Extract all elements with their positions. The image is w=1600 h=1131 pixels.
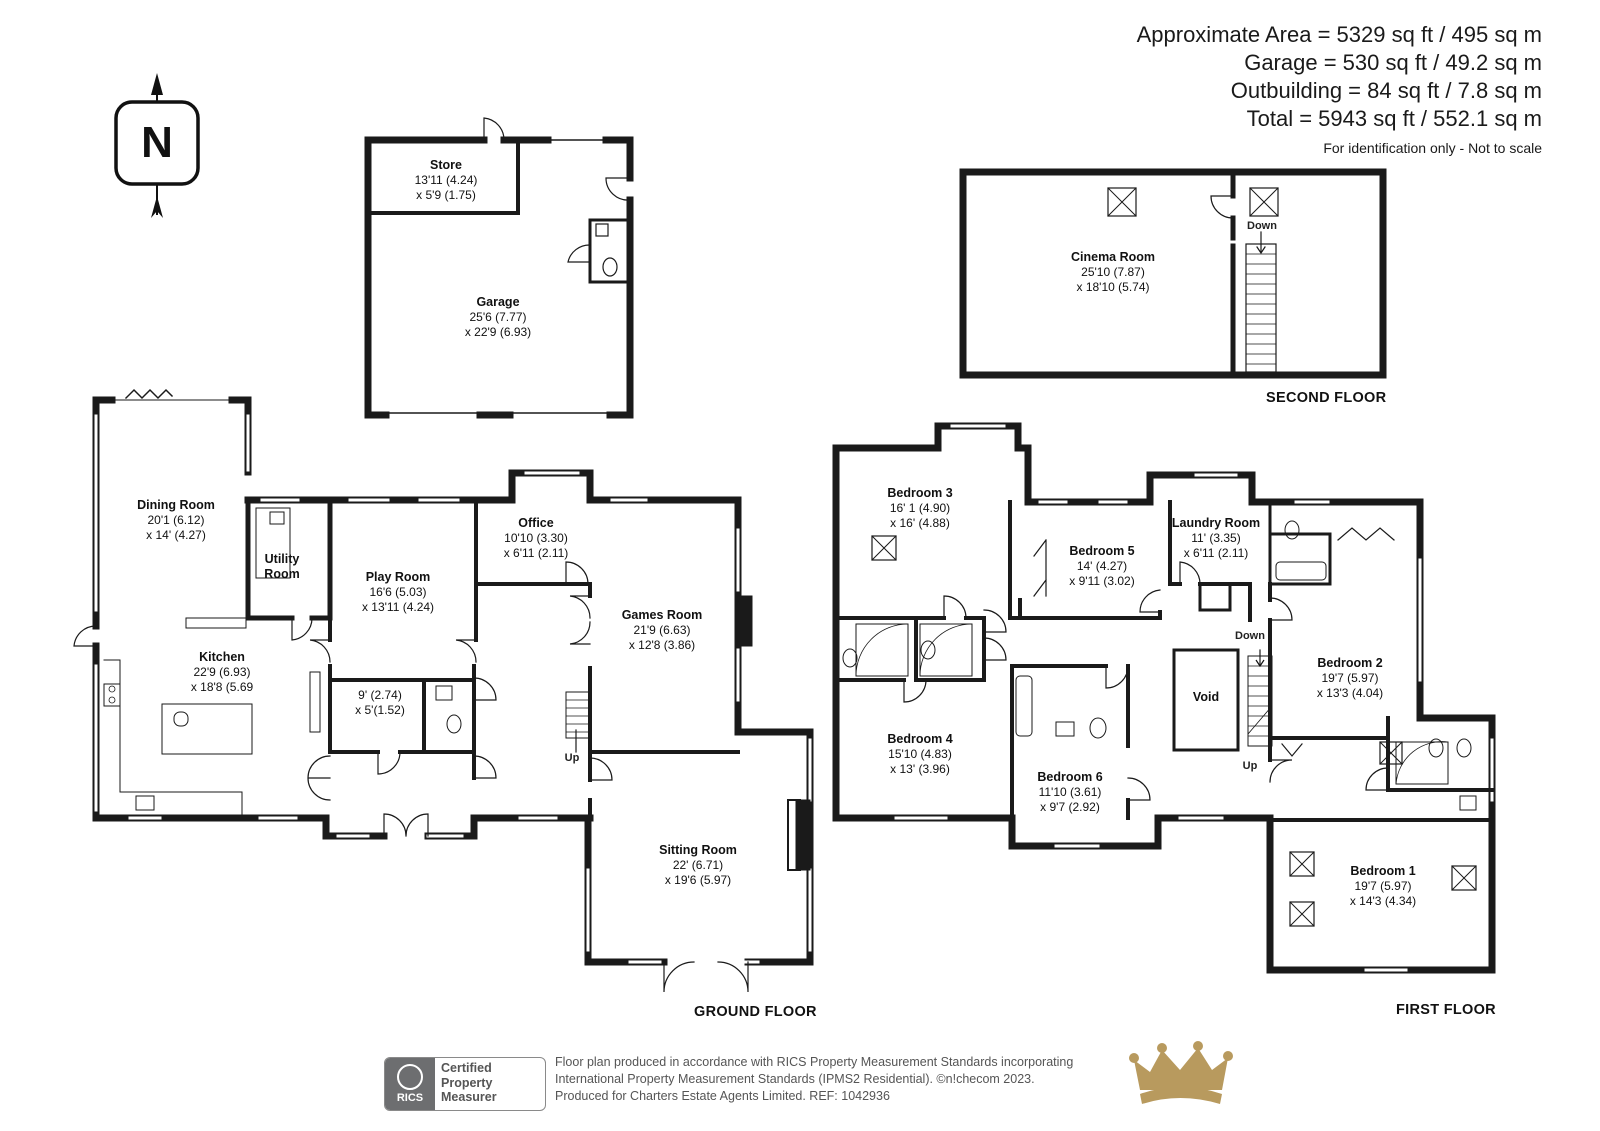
room-office: Office 10'10 (3.30) x 6'11 (2.11) bbox=[503, 516, 569, 560]
room-small: 9' (2.74) x 5'(1.52) bbox=[355, 688, 405, 717]
floor-label-ground: GROUND FLOOR bbox=[694, 1004, 817, 1020]
stair-up-label-ground: Up bbox=[564, 752, 580, 764]
scale-note: For identification only - Not to scale bbox=[1323, 140, 1542, 156]
room-bedroom-2: Bedroom 2 19'7 (5.97) x 13'3 (4.04) bbox=[1316, 656, 1384, 700]
garage-area: Garage = 530 sq ft / 49.2 sq m bbox=[1244, 50, 1542, 75]
room-sitting: Sitting Room 22' (6.71) x 19'6 (5.97) bbox=[659, 843, 737, 887]
room-bedroom-5: Bedroom 5 14' (4.27) x 9'11 (3.02) bbox=[1069, 544, 1135, 588]
compass-icon: N bbox=[114, 73, 200, 218]
rics-badge: RICS Certified Property Measurer bbox=[384, 1057, 546, 1111]
room-utility: Utility Room bbox=[264, 552, 300, 581]
room-void: Void bbox=[1192, 690, 1220, 704]
stair-down-label-second: Down bbox=[1247, 220, 1277, 232]
floor-label-second: SECOND FLOOR bbox=[1266, 390, 1387, 406]
rics-logo-icon: RICS bbox=[385, 1058, 435, 1110]
stair-down-label-first: Down bbox=[1235, 630, 1265, 642]
crown-logo bbox=[1129, 1041, 1233, 1104]
room-bedroom-3: Bedroom 3 16' 1 (4.90) x 16' (4.88) bbox=[887, 486, 953, 530]
room-bedroom-1: Bedroom 1 19'7 (5.97) x 14'3 (4.34) bbox=[1349, 864, 1417, 908]
room-laundry: Laundry Room 11' (3.35) x 6'11 (2.11) bbox=[1171, 516, 1261, 560]
compass-letter: N bbox=[141, 118, 173, 167]
room-cinema: Cinema Room 25'10 (7.87) x 18'10 (5.74) bbox=[1070, 250, 1156, 294]
room-games: Games Room 21'9 (6.63) x 12'8 (3.86) bbox=[621, 608, 703, 652]
total-area: Total = 5943 sq ft / 552.1 sq m bbox=[1246, 106, 1542, 131]
room-garage: Garage 25'6 (7.77) x 22'9 (6.93) bbox=[464, 295, 532, 339]
approximate-area: Approximate Area = 5329 sq ft / 495 sq m bbox=[1136, 22, 1542, 47]
room-play: Play Room 16'6 (5.03) x 13'11 (4.24) bbox=[361, 570, 435, 614]
floor-label-first: FIRST FLOOR bbox=[1396, 1002, 1496, 1018]
room-bedroom-6: Bedroom 6 11'10 (3.61) x 9'7 (2.92) bbox=[1037, 770, 1103, 814]
room-kitchen: Kitchen 22'9 (6.93) x 18'8 (5.69 bbox=[190, 650, 254, 694]
footer-credits: Floor plan produced in accordance with R… bbox=[555, 1055, 1074, 1103]
room-bedroom-4: Bedroom 4 15'10 (4.83) x 13' (3.96) bbox=[887, 732, 953, 776]
outbuilding-area: Outbuilding = 84 sq ft / 7.8 sq m bbox=[1230, 78, 1542, 103]
room-dining: Dining Room 20'1 (6.12) x 14' (4.27) bbox=[137, 498, 215, 542]
stair-up-label-first: Up bbox=[1242, 760, 1258, 772]
room-store: Store 13'11 (4.24) x 5'9 (1.75) bbox=[414, 158, 478, 202]
